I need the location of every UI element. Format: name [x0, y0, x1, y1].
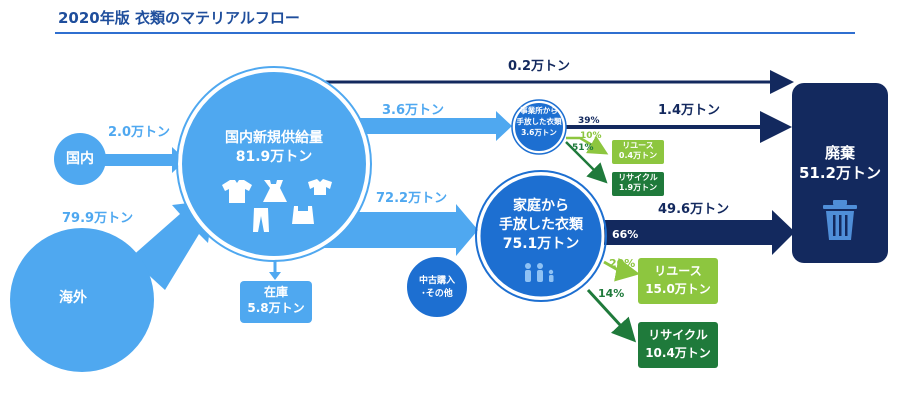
hh-pct-waste: 66% [612, 228, 639, 241]
business-label-1: 事業所から [520, 106, 558, 115]
reuse-small-value: 0.4万トン [618, 151, 658, 160]
household-value: 75.1万トン [502, 236, 580, 252]
waste-label: 廃棄 [824, 144, 855, 162]
supply-value: 81.9万トン [235, 149, 313, 165]
biz-pct-reuse: 10% [580, 131, 602, 141]
hh-pct-reuse: 20% [609, 257, 636, 270]
overseas-flow-label: 79.9万トン [62, 211, 134, 226]
supply-circle-ring [176, 66, 372, 262]
business-waste-label: 1.4万トン [658, 103, 721, 118]
used-label-2: ･その他 [421, 289, 453, 299]
recycle-small-label: リサイクル [618, 173, 658, 182]
household-circle [477, 172, 605, 300]
household-circle-ring [475, 170, 607, 302]
recycle-big-value: 10.4万トン [645, 346, 711, 360]
reuse-big-label: リユース [654, 264, 702, 278]
supply-label: 国内新規供給量 [225, 130, 323, 146]
stock-label: 在庫 [263, 285, 288, 299]
hh-reuse-arrow [603, 257, 640, 282]
business-circle-ring [511, 99, 567, 155]
domestic-flow-label: 2.0万トン [108, 125, 171, 140]
reuse-big-box [638, 258, 718, 304]
household-label-2: 手放した衣類 [499, 217, 583, 233]
stock-box [240, 281, 312, 323]
used-label: 中古購入 [418, 276, 455, 286]
domestic-label: 国内 [66, 151, 94, 167]
to-household-label: 72.2万トン [376, 191, 448, 206]
household-waste-label: 49.6万トン [658, 202, 730, 217]
household-label-1: 家庭から [513, 198, 569, 214]
used-circle [405, 255, 469, 319]
clothing-icon [222, 179, 332, 232]
domestic-arrow [100, 147, 186, 173]
recycle-small-box [612, 172, 664, 196]
biz-pct-recycle: 51% [572, 143, 594, 153]
recycle-big-box [638, 322, 718, 368]
reuse-big-value: 15.0万トン [645, 282, 711, 296]
overseas-circle [10, 228, 154, 372]
household-waste-arrow [604, 210, 795, 255]
recycle-small-value: 1.9万トン [618, 183, 658, 192]
domestic-circle [54, 133, 106, 185]
business-label-2: 手放した衣類 [516, 117, 562, 126]
hh-pct-recycle: 14% [598, 287, 625, 300]
business-circle [513, 101, 565, 153]
waste-box [792, 83, 888, 263]
to-business-label: 3.6万トン [382, 103, 445, 118]
recycle-big-label: リサイクル [648, 328, 708, 342]
waste-value: 51.2万トン [798, 164, 881, 182]
supply-circle [178, 68, 370, 260]
overseas-arrow [130, 200, 214, 290]
reuse-small-label: リユース [622, 141, 654, 150]
family-icon [525, 263, 554, 282]
reuse-small-box [612, 140, 664, 164]
stock-arrow-head [269, 272, 281, 280]
stock-value: 5.8万トン [247, 301, 305, 315]
overseas-label: 海外 [59, 290, 87, 306]
title-underline [55, 32, 855, 34]
page-title: 2020年版 衣類のマテリアルフロー [58, 9, 300, 27]
hh-recycle-arrow [586, 288, 637, 343]
direct-waste-label: 0.2万トン [508, 59, 571, 74]
biz-reuse-arrow [566, 135, 609, 155]
biz-recycle-arrow [565, 141, 608, 184]
biz-pct-waste: 39% [578, 116, 600, 126]
business-value: 3.6万トン [521, 128, 557, 137]
